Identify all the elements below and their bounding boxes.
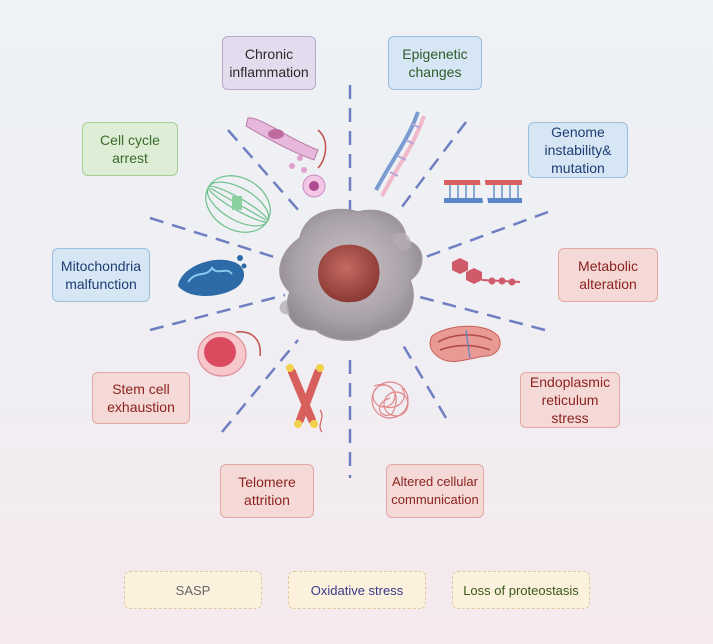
oxidative-stress-box: Oxidative stress [288,571,426,609]
mitotic-spindle-icon [205,175,271,233]
cell-cycle-arrest-label: Cell cycle arrest [82,122,178,176]
separator-line [149,293,286,332]
genome-instability-label: Genome instability& mutation [528,122,628,178]
metabolic-alteration-label: Metabolic alteration [558,248,658,302]
stem-cell-icon [197,331,261,377]
sasp-box: SASP [124,571,262,609]
dna-helix-icon [374,111,426,197]
altered-communication-label: Altered cellular communication [386,464,484,518]
separator-line [398,339,448,419]
mitochondria-malfunction-label: Mitochondria malfunction [52,248,150,302]
er-stress-label: Endoplasmic reticulum stress [520,372,620,428]
separator-line [397,121,467,213]
chronic-inflammation-label: Chronic inflammation [222,36,316,90]
separator-line [227,129,301,213]
epigenetic-changes-label: Epigenetic changes [388,36,482,90]
separator-line [411,210,549,264]
endoplasmic-reticulum-icon [429,325,501,362]
broken-dna-icon [444,177,522,207]
separator-line [149,216,291,264]
separator-lines [149,85,549,478]
senescent-cell-illustration [279,208,423,341]
tangled-protein-icon [371,381,409,419]
chromosome-icon [286,364,324,433]
inflammation-icon [245,117,327,198]
molecule-chain-icon [452,258,521,286]
loss-of-proteostasis-box: Loss of proteostasis [452,571,590,609]
separator-line [221,339,299,433]
separator-line [415,294,546,332]
telomere-attrition-label: Telomere attrition [220,464,314,518]
mitochondrion-icon [178,255,247,296]
stem-cell-exhaustion-label: Stem cell exhaustion [92,372,190,424]
